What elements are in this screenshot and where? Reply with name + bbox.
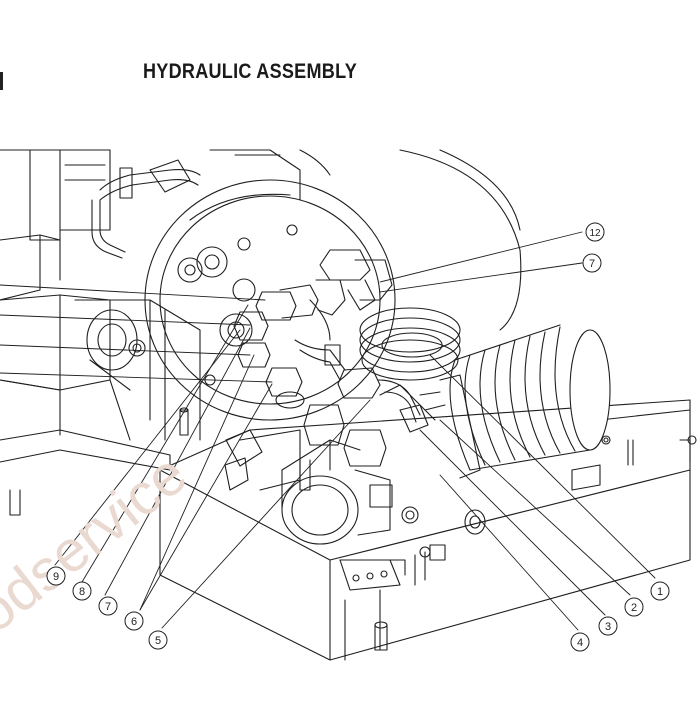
- callout-circle: [124, 611, 144, 631]
- callout-9: 9: [46, 566, 66, 586]
- callout-4: 4: [570, 632, 590, 652]
- callout-circle: [598, 616, 618, 636]
- callout-3: 3: [598, 616, 618, 636]
- callout-label: 5: [155, 635, 161, 647]
- callout-circle: [624, 597, 644, 617]
- callout-label: 9: [53, 571, 59, 583]
- callout-8: 8: [72, 581, 92, 601]
- callout-label: 12: [589, 228, 601, 239]
- callout-1: 1: [650, 581, 670, 601]
- callout-circle: [72, 581, 92, 601]
- callout-label: 4: [577, 637, 583, 649]
- diagram-title: HYDRAULIC ASSEMBLY: [143, 60, 358, 83]
- callout-7: 7: [98, 596, 118, 616]
- callout-label: 7: [589, 258, 595, 270]
- callout-12: 12: [585, 222, 605, 242]
- callout-circle: [570, 632, 590, 652]
- leader-lines: [0, 231, 656, 631]
- callout-label: 6: [131, 616, 137, 628]
- callout-5: 5: [148, 630, 168, 650]
- callout-label: 3: [605, 621, 611, 633]
- fittings-and-lines: [179, 249, 486, 591]
- callout-label: 7: [105, 601, 111, 613]
- callout-circle: [582, 253, 602, 273]
- callout-circle: [585, 222, 605, 242]
- flywheel-housing: [144, 149, 522, 441]
- page-edge-mark: [0, 72, 3, 90]
- callout-circle: [46, 566, 66, 586]
- callout-circle: [98, 596, 118, 616]
- callout-2: 2: [624, 597, 644, 617]
- base-frame: [0, 399, 697, 661]
- callout-label: 8: [79, 586, 85, 598]
- callout-7: 7: [582, 253, 602, 273]
- coil-assembly: [359, 307, 461, 381]
- callout-6: 6: [124, 611, 144, 631]
- electric-motor: [439, 324, 611, 479]
- top-hoses: [91, 149, 331, 259]
- callout-circle: [148, 630, 168, 650]
- callout-circle: [650, 581, 670, 601]
- callout-label: 1: [657, 586, 663, 598]
- callout-label: 2: [631, 602, 637, 614]
